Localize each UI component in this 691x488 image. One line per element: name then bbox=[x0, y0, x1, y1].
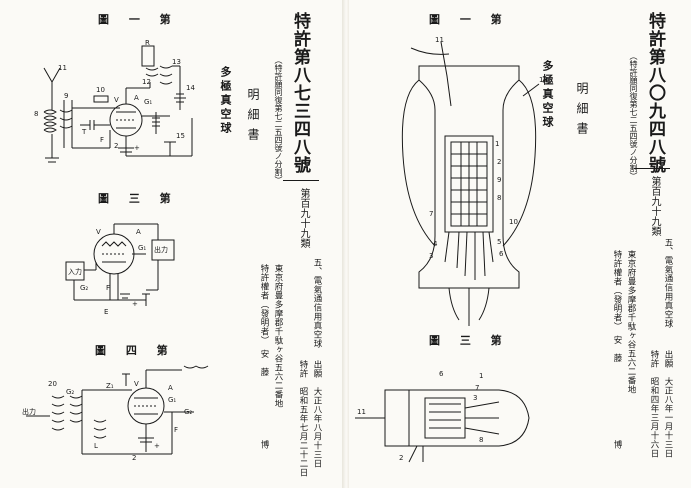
left-fig4-caption: 圖 四 第 bbox=[95, 344, 176, 357]
left-fig1-caption: 圖 一 第 bbox=[98, 13, 179, 26]
left-fig1-circuit-diagram: 11 8 10 V A G₁ R 12 13 14 T F 9 2 + 15 bbox=[34, 39, 195, 163]
left-fig1-label-11: 11 bbox=[58, 64, 67, 72]
left-fig4-label-20: 20 bbox=[48, 380, 57, 388]
right-fig3-label-11: 11 bbox=[357, 408, 366, 416]
left-page: 圖 一 第 圖 三 第 圖 四 第 bbox=[0, 0, 342, 488]
left-holder-name: 特許權者（發明者） 安 藤 bbox=[259, 264, 269, 377]
right-fig1-label-11: 11 bbox=[435, 36, 444, 44]
right-page: 圖 一 第 圖 三 第 bbox=[349, 0, 691, 488]
left-fig3-label-v: V bbox=[96, 228, 101, 236]
left-fig1-label-9: 9 bbox=[64, 92, 68, 100]
right-class-label: 第百九十九類 bbox=[649, 176, 660, 236]
left-class-label: 第百九十九類 bbox=[298, 188, 309, 248]
right-division-note: （特許願同復第七二五四號ノ分割） bbox=[629, 52, 638, 180]
left-fig3-label-plus: + bbox=[132, 300, 138, 308]
right-fig1-label-2: 2 bbox=[497, 158, 501, 166]
right-fig3-label-3: 3 bbox=[473, 394, 477, 402]
left-fig1-label-r: R bbox=[145, 39, 150, 47]
left-fig1-label-a: A bbox=[134, 94, 139, 102]
right-category: 五、電氣通信用真空球 bbox=[663, 238, 673, 328]
left-fig4-label-g2-left: G₂ bbox=[66, 388, 74, 396]
left-fig4-label-v: V bbox=[134, 380, 139, 388]
right-holder-address: 東京府豊多摩郡千駄ヶ谷五六二番地 bbox=[626, 250, 636, 394]
left-fig1-label-f: F bbox=[100, 136, 104, 144]
right-fig1-label-9: 9 bbox=[497, 176, 501, 184]
left-fig1-label-2: 2 bbox=[114, 142, 118, 150]
left-fig1-label-14: 14 bbox=[186, 84, 195, 92]
right-fig1-caption: 圖 一 第 bbox=[429, 13, 510, 26]
left-fig3-label-f: F bbox=[106, 284, 110, 292]
left-fig3-label-a: A bbox=[136, 228, 141, 236]
left-fig3-label-g2: G₂ bbox=[80, 284, 88, 292]
left-filing-date: 出願 大正八年八月十三日 bbox=[312, 360, 322, 468]
left-fig1-label-13: 13 bbox=[172, 58, 181, 66]
right-fig1-label-4: 4 bbox=[433, 240, 438, 248]
right-fig1-label-12: 12 bbox=[539, 76, 548, 84]
left-fig4-label-g2-right: G₂ bbox=[184, 408, 192, 416]
left-fig4-circuit-diagram: 20 G₂ L Z₁ V A G₁ G₂ F 2 + 出力 bbox=[22, 365, 209, 462]
right-holder-given-name: 博 bbox=[612, 440, 622, 449]
left-grant-date: 特許 昭和五年七月二十二日 bbox=[298, 360, 308, 477]
left-meisai-heading: 明細書 bbox=[246, 88, 260, 148]
left-holder-address: 東京府豊多摩郡千駄ヶ谷五六二番地 bbox=[273, 264, 283, 408]
left-division-note: （特許願同復第七二五四號ノ分割） bbox=[274, 56, 283, 184]
left-fig3-circuit-diagram: V A G₁ 入力 出力 G₂ F E + bbox=[65, 223, 175, 316]
right-fig1-label-8: 8 bbox=[497, 194, 501, 202]
right-title-rule bbox=[634, 168, 670, 169]
left-fig3-label-input: 入力 bbox=[68, 267, 82, 276]
left-fig4-label-output: 出力 bbox=[22, 407, 36, 416]
left-fig3-label-e: E bbox=[104, 308, 108, 316]
left-fig1-label-g1: G₁ bbox=[144, 98, 152, 106]
right-fig1-label-1: 1 bbox=[495, 140, 499, 148]
left-fig4-label-z1: Z₁ bbox=[106, 382, 114, 390]
left-fig4-label-a: A bbox=[168, 384, 173, 392]
left-fig4-label-plus: + bbox=[154, 442, 160, 450]
left-fig3-label-output: 出力 bbox=[154, 245, 168, 254]
left-title-rule bbox=[283, 180, 319, 181]
left-fig3-label-g1: G₁ bbox=[138, 244, 146, 252]
right-filing-date: 出願 大正八年一月十三日 bbox=[663, 350, 673, 458]
left-fig1-label-10: 10 bbox=[96, 86, 105, 94]
right-fig3-label-7: 7 bbox=[475, 384, 479, 392]
left-patent-title: 特許第八七三四八號 bbox=[290, 12, 310, 174]
right-fig3-label-6: 6 bbox=[439, 370, 444, 378]
right-fig3-label-1: 1 bbox=[479, 372, 483, 380]
right-doc-title: 多極真空球 bbox=[541, 60, 554, 130]
left-fig1-label-8: 8 bbox=[34, 110, 38, 118]
left-fig1-label-12: 12 bbox=[142, 78, 151, 86]
right-holder-name: 特許權者（發明者） 安 藤 bbox=[612, 250, 622, 363]
left-fig4-label-g1: G₁ bbox=[168, 396, 176, 404]
left-fig1-label-15: 15 bbox=[176, 132, 185, 140]
left-fig1-label-v: V bbox=[114, 96, 119, 104]
right-grant-date: 特許 昭和四年三月十六日 bbox=[649, 350, 659, 458]
right-fig1-tube-drawing: 11 12 1 2 9 8 7 4 3 5 6 10 bbox=[401, 36, 548, 326]
right-fig3-label-2: 2 bbox=[399, 454, 403, 462]
right-meisai-heading: 明細書 bbox=[575, 82, 589, 142]
right-fig1-label-7: 7 bbox=[429, 210, 433, 218]
right-fig1-label-3: 3 bbox=[429, 252, 433, 260]
right-fig3-label-8: 8 bbox=[479, 436, 483, 444]
left-fig4-label-2: 2 bbox=[132, 454, 136, 462]
right-fig1-label-5: 5 bbox=[497, 238, 501, 246]
left-fig4-label-l: L bbox=[94, 442, 98, 450]
left-category: 五、電氣通信用真空球 bbox=[312, 258, 322, 348]
left-holder-given-name: 博 bbox=[259, 440, 269, 449]
left-fig4-label-f: F bbox=[174, 426, 178, 434]
right-fig3-caption: 圖 三 第 bbox=[429, 334, 510, 347]
left-fig1-label-t: T bbox=[81, 128, 87, 136]
right-patent-title: 特許第八〇九四八號 bbox=[645, 12, 665, 174]
right-fig3-tube-drawing: 11 6 1 7 3 2 8 bbox=[355, 370, 530, 463]
left-fig3-caption: 圖 三 第 bbox=[98, 192, 179, 205]
left-fig1-label-plus: + bbox=[134, 144, 140, 152]
book-gutter bbox=[342, 0, 349, 488]
right-fig1-label-10: 10 bbox=[509, 218, 518, 226]
right-fig1-label-6: 6 bbox=[499, 250, 504, 258]
left-doc-title: 多極真空球 bbox=[219, 66, 232, 136]
